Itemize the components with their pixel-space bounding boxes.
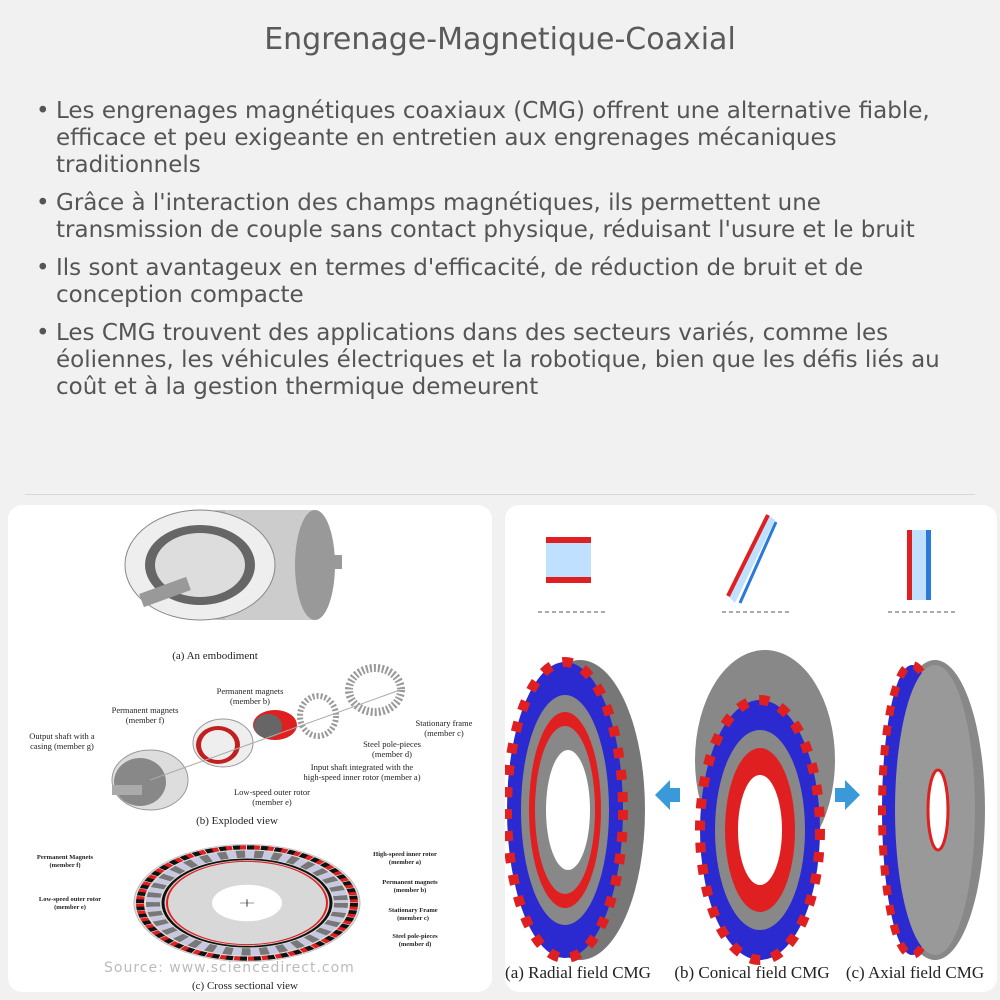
figure-label: Steel pole-pieces	[363, 739, 421, 749]
conical-field-diagram	[722, 514, 792, 613]
radial-cmg-render	[505, 657, 645, 963]
figure-label: Low-speed outer rotor	[39, 896, 101, 903]
bullet-item: Les engrenages magnétiques coaxiaux (CMG…	[34, 98, 964, 179]
arrow-left-icon	[655, 780, 680, 810]
cross-section-illustration	[133, 843, 361, 963]
figure-label: Permanent magnets	[382, 879, 438, 886]
figure-label: (member a)	[389, 859, 421, 866]
embodiment-illustration	[124, 509, 342, 621]
figure-label: (member b)	[230, 696, 270, 706]
figure-label: Steel pole-pieces	[392, 933, 438, 940]
figure-label: (member c)	[424, 728, 464, 738]
exploded-illustration	[111, 664, 405, 811]
figure-label: (member c)	[397, 915, 429, 922]
caption-c: (c) Cross sectional view	[192, 980, 298, 992]
figure-label: (member e)	[252, 797, 292, 807]
caption-a: (a) An embodiment	[172, 650, 258, 662]
arrow-right-icon	[835, 780, 860, 810]
divider	[25, 494, 975, 495]
figure-label: Input shaft integrated with the	[311, 762, 414, 772]
figure-label: (member b)	[394, 887, 427, 894]
cmg-structure-figure: (a) An embodiment Permanent magnets (mem…	[8, 505, 492, 992]
conical-cmg-render	[695, 650, 835, 965]
axial-field-diagram	[888, 530, 956, 613]
figure-label: Stationary Frame	[388, 907, 437, 914]
cmg-types-figure: (a) Radial field CMG (b) Conical field C…	[505, 505, 997, 992]
caption-b: (b) Exploded view	[196, 815, 278, 827]
figure-label: High-speed inner rotor	[373, 851, 437, 858]
figure-label: Low-speed outer rotor	[234, 787, 310, 797]
bullet-item: Les CMG trouvent des applications dans d…	[34, 320, 964, 401]
figure-label: Output shaft with a	[29, 731, 95, 741]
figure-label: Permanent magnets	[217, 686, 284, 696]
bullet-item: Ils sont avantageux en termes d'efficaci…	[34, 255, 964, 309]
bullet-item: Grâce à l'interaction des champs magnéti…	[34, 190, 964, 244]
figure-label: (member e)	[54, 904, 86, 911]
figure-label: (member f)	[126, 715, 165, 725]
caption-axial: (c) Axial field CMG	[846, 963, 984, 982]
axial-cmg-render	[878, 660, 985, 960]
figure-label: (member d)	[399, 941, 432, 948]
figure-label: Permanent magnets	[112, 705, 179, 715]
figure-label: Stationary frame	[416, 718, 473, 728]
figure-label: casing (member g)	[30, 741, 94, 751]
page-title: Engrenage-Magnetique-Coaxial	[264, 22, 736, 57]
figure-label: high-speed inner rotor (member a)	[303, 772, 420, 782]
figure-label: Permanent Magnets	[37, 854, 94, 861]
caption-conical: (b) Conical field CMG	[674, 963, 829, 982]
radial-field-diagram	[538, 537, 608, 613]
figure-label: (member d)	[372, 749, 412, 759]
caption-radial: (a) Radial field CMG	[505, 963, 651, 982]
bullet-list: Les engrenages magnétiques coaxiaux (CMG…	[34, 98, 964, 412]
source-watermark: Source: www.sciencedirect.com	[104, 960, 355, 976]
figure-label: (member f)	[49, 862, 80, 869]
